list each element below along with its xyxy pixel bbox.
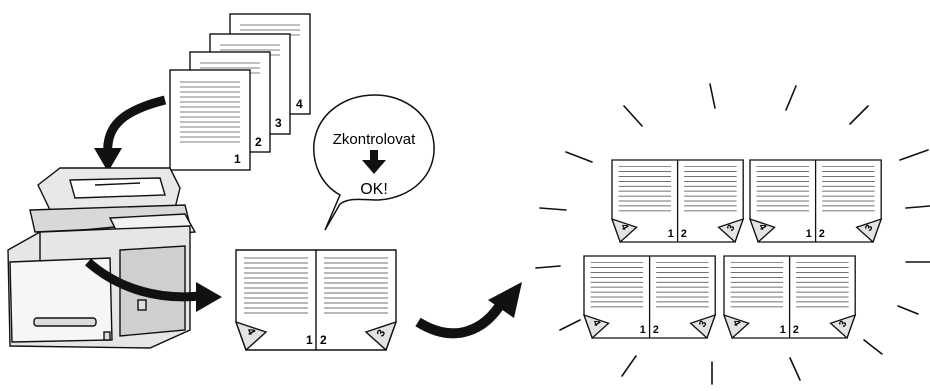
burst-line bbox=[849, 105, 869, 125]
booklet-preview: 1 2 4 3 bbox=[234, 249, 398, 352]
booklet-page-left: 1 bbox=[806, 228, 812, 240]
output-booklets: 1 2 4 3 1 2 4 3 bbox=[582, 159, 883, 340]
booklet-page-back-right: 3 bbox=[837, 319, 850, 330]
booklet-page-left: 1 bbox=[640, 324, 646, 336]
burst-line bbox=[623, 105, 643, 127]
output-booklet: 1 2 4 3 bbox=[722, 255, 857, 340]
down-arrow-icon bbox=[362, 150, 386, 174]
page-number-3: 3 bbox=[275, 116, 282, 130]
burst-line bbox=[559, 319, 581, 331]
original-page-1: 1 bbox=[169, 69, 251, 171]
booklet-page-right: 2 bbox=[793, 324, 799, 336]
burst-line bbox=[535, 265, 561, 269]
burst-line bbox=[899, 149, 929, 161]
preview-page-back-right: 3 bbox=[375, 328, 388, 339]
booklet-page-back-right: 3 bbox=[863, 223, 876, 234]
burst-line bbox=[709, 83, 716, 109]
check-ok-speech-bubble: Zkontrolovat OK! bbox=[313, 94, 435, 231]
booklet-page-right: 2 bbox=[681, 228, 687, 240]
burst-line bbox=[785, 85, 797, 111]
burst-lines bbox=[535, 83, 930, 385]
page-number-4: 4 bbox=[296, 97, 303, 111]
curved-arrow-to-printer-icon bbox=[94, 95, 167, 172]
booklet-page-left: 1 bbox=[668, 228, 674, 240]
burst-line bbox=[897, 305, 919, 315]
booklet-page-back-right: 3 bbox=[697, 319, 710, 330]
booklet-page-back-right: 3 bbox=[725, 223, 738, 234]
output-booklet: 1 2 4 3 bbox=[610, 159, 745, 244]
check-label: Zkontrolovat bbox=[333, 131, 416, 148]
booklet-page-right: 2 bbox=[653, 324, 659, 336]
output-booklet: 1 2 4 3 bbox=[582, 255, 717, 340]
burst-line bbox=[863, 339, 883, 355]
output-booklet: 1 2 4 3 bbox=[748, 159, 883, 244]
burst-line bbox=[621, 355, 637, 377]
booklet-page-back-left: 4 bbox=[730, 318, 743, 329]
original-pages-stack: 4 3 2 1 bbox=[169, 13, 311, 171]
booklet-page-back-left: 4 bbox=[756, 222, 769, 233]
burst-line bbox=[565, 151, 593, 163]
page-number-2: 2 bbox=[255, 135, 262, 149]
burst-line bbox=[789, 357, 801, 381]
ok-label: OK! bbox=[360, 181, 388, 198]
page-number-1: 1 bbox=[234, 152, 241, 166]
preview-page-right: 2 bbox=[320, 333, 327, 347]
arrow-to-output-icon bbox=[415, 282, 522, 339]
preview-page-left: 1 bbox=[306, 333, 313, 347]
booklet-page-right: 2 bbox=[819, 228, 825, 240]
arrow-to-preview-icon bbox=[85, 258, 222, 312]
burst-line bbox=[905, 205, 930, 209]
multifunction-printer-icon bbox=[7, 167, 197, 349]
booklet-page-left: 1 bbox=[780, 324, 786, 336]
booklet-page-back-left: 4 bbox=[590, 318, 603, 329]
burst-line bbox=[539, 207, 567, 211]
booklet-page-back-left: 4 bbox=[618, 222, 631, 233]
